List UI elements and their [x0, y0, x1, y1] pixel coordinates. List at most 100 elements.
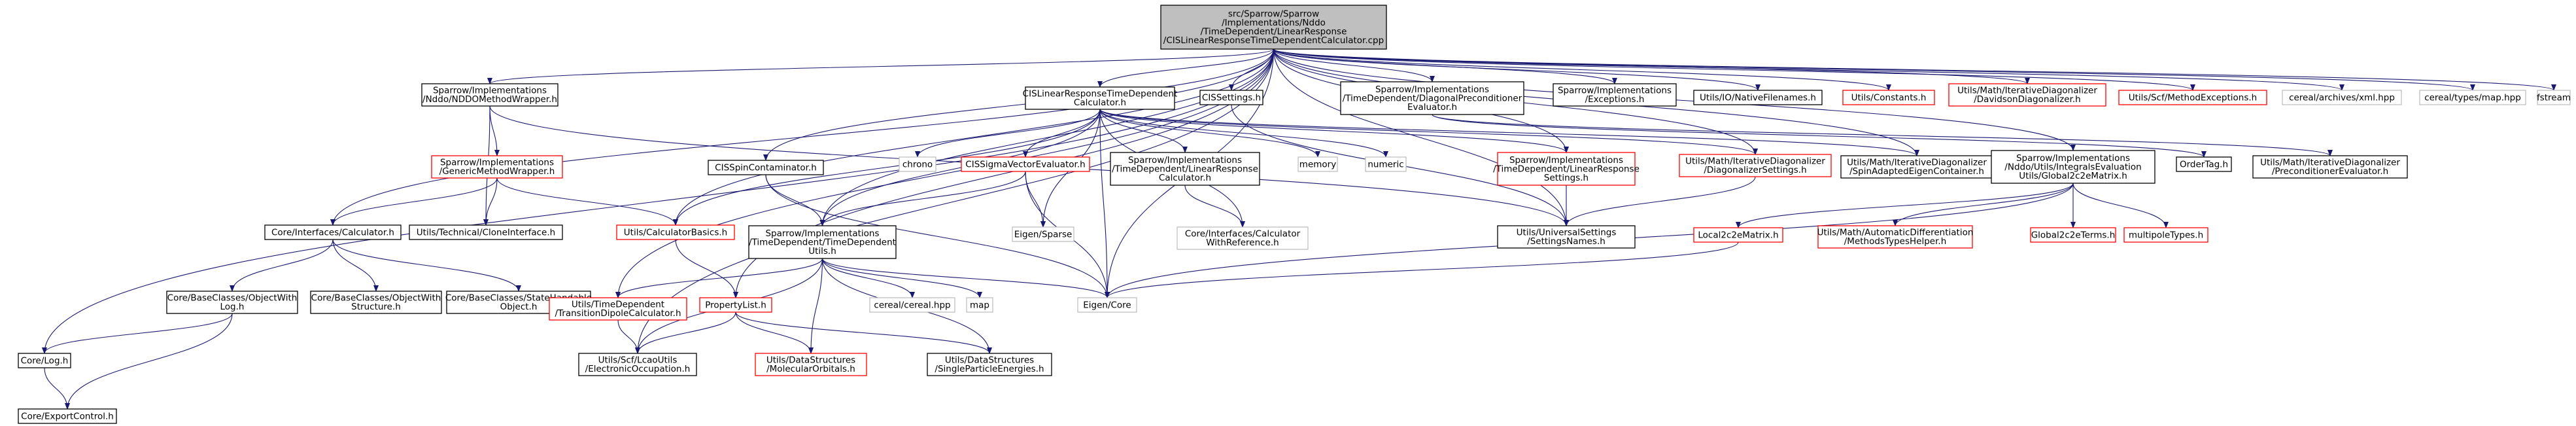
node-label-line: Utils/IO/NativeFilenames.h: [1700, 92, 1816, 103]
edge-objwithlog-to-export-control: [65, 313, 233, 410]
node-box: [1679, 154, 1832, 177]
edge-sigma-vector-to-eigen-sparse: [1025, 171, 1046, 228]
node-label-line: Sparrow/Implementations: [1128, 155, 1242, 166]
edge-diag-precond-to-ordertag: [1432, 114, 2207, 158]
graph-node-spin-adapted[interactable]: Utils/Math/IterativeDiagonalizer/SpinAda…: [1840, 155, 1993, 179]
edge-cis-calc-h-to-lr-calculator: [1099, 109, 1188, 153]
edge-cis-calc-h-to-memory: [1099, 109, 1320, 158]
graph-node-eigen-core[interactable]: Eigen/Core: [1077, 297, 1137, 313]
node-label-line: Utils/Scf/MethodExceptions.h: [2129, 92, 2258, 103]
graph-node-propertylist[interactable]: PropertyList.h: [699, 297, 772, 313]
node-label-line: Utils/CalculatorBasics.h: [624, 227, 727, 238]
edge-root-to-fstream: [1273, 48, 2556, 91]
graph-node-lr-calculator[interactable]: Sparrow/Implementations/TimeDependent/Li…: [1110, 152, 1260, 186]
node-label-line: CISSigmaVectorEvaluator.h: [965, 159, 1085, 169]
node-label-line: Utils.h: [808, 246, 836, 257]
edge-td-utils-to-mol-orbitals: [808, 258, 823, 354]
graph-node-clone-iface[interactable]: Utils/Technical/CloneInterface.h: [409, 224, 563, 240]
node-label-line: WithReference.h: [1206, 238, 1279, 248]
edge-root-to-universal-settings: [1273, 48, 1569, 226]
node-label-line: /SettingsNames.h: [1527, 236, 1606, 247]
node-box: [1012, 226, 1074, 242]
graph-node-spin-contam[interactable]: CISSpinContaminator.h: [708, 160, 824, 175]
graph-node-memory[interactable]: memory: [1297, 156, 1338, 172]
node-label-line: /TimeDependent/LinearResponse: [1493, 164, 1640, 174]
node-label-line: /SingleParticleEnergies.h: [935, 364, 1044, 374]
node-label-line: PropertyList.h: [705, 300, 766, 310]
graph-node-cereal-hpp[interactable]: cereal/cereal.hpp: [869, 297, 955, 313]
graph-node-autodiff[interactable]: Utils/Math/AutomaticDifferentiation/Meth…: [1817, 225, 1974, 249]
graph-node-davidson[interactable]: Utils/Math/IterativeDiagonalizer/Davidso…: [1948, 83, 2106, 107]
graph-node-generic-wrapper[interactable]: Sparrow/Implementations/GenericMethodWra…: [431, 155, 563, 179]
node-label-line: /PreconditionerEvaluator.h: [2272, 166, 2388, 177]
graph-node-native-filenames[interactable]: Utils/IO/NativeFilenames.h: [1693, 90, 1823, 105]
node-box: [2123, 227, 2208, 243]
graph-node-universal-settings[interactable]: Utils/UniversalSettings/SettingsNames.h: [1497, 225, 1636, 249]
graph-node-single-particle[interactable]: Utils/DataStructures/SingleParticleEnerg…: [927, 353, 1052, 376]
edge-cis-calc-h-to-spin-adapted: [1099, 109, 1919, 156]
graph-node-root[interactable]: src/Sparrow/Sparrow/Implementations/Nddo…: [1160, 5, 1387, 50]
graph-node-eigen-sparse[interactable]: Eigen/Sparse: [1012, 226, 1074, 242]
graph-node-core-log[interactable]: Core/Log.h: [18, 353, 71, 368]
node-label-line: /Nddo/Utils/IntegralsEvaluation: [2004, 162, 2141, 172]
graph-node-calc-withref[interactable]: Core/Interfaces/CalculatorWithReference.…: [1176, 226, 1309, 250]
node-label-line: /Implementations/Nddo: [1222, 18, 1326, 28]
graph-node-diag-precond[interactable]: Sparrow/Implementations/TimeDependent/Di…: [1340, 81, 1524, 115]
graph-node-numeric[interactable]: numeric: [1365, 156, 1407, 172]
edge-root-to-td-utils: [819, 48, 1275, 226]
node-box: [616, 224, 735, 240]
graph-node-constants[interactable]: Utils/Constants.h: [1842, 90, 1935, 105]
node-label-line: /MethodsTypesHelper.h: [1844, 236, 1947, 247]
node-label-line: CISSettings.h: [1202, 92, 1261, 103]
node-label-line: Utils/Math/IterativeDiagonalizer: [1957, 86, 2097, 96]
graph-node-calc-basics[interactable]: Utils/CalculatorBasics.h: [616, 224, 735, 240]
graph-node-lr-settings[interactable]: Sparrow/Implementations/TimeDependent/Li…: [1493, 152, 1640, 186]
graph-node-cis-calc-h[interactable]: CISLinearResponseTimeDependentCalculator…: [1023, 86, 1178, 110]
node-box: [2419, 90, 2526, 105]
graph-node-sigma-vector[interactable]: CISSigmaVectorEvaluator.h: [961, 156, 1090, 172]
node-label-line: Utils/Technical/CloneInterface.h: [417, 227, 555, 238]
node-label-line: Utils/Math/IterativeDiagonalizer: [1685, 156, 1825, 167]
graph-node-chrono[interactable]: chrono: [899, 156, 936, 172]
graph-node-diag-settings[interactable]: Utils/Math/IterativeDiagonalizer/Diagona…: [1679, 154, 1832, 177]
graph-node-fstream[interactable]: fstream: [2537, 90, 2571, 105]
graph-node-multipole[interactable]: multipoleTypes.h: [2123, 227, 2208, 243]
node-box: [1199, 90, 1263, 105]
graph-node-scf-exceptions[interactable]: Utils/Scf/MethodExceptions.h: [2118, 90, 2267, 105]
graph-node-mol-orbitals[interactable]: Utils/DataStructures/MolecularOrbitals.h: [755, 353, 867, 376]
graph-node-local2c2e[interactable]: Local2c2eMatrix.h: [1693, 227, 1783, 243]
node-box: [1297, 156, 1338, 172]
edge-local2c2e-to-eigen-core: [1105, 241, 1739, 298]
graph-node-exceptions[interactable]: Sparrow/Implementations/Exceptions.h: [1553, 83, 1677, 107]
graph-node-map[interactable]: map: [966, 297, 993, 313]
graph-node-lcao-utils[interactable]: Utils/Scf/LcaoUtils/ElectronicOccupation…: [578, 353, 697, 376]
graph-node-export-control[interactable]: Core/ExportControl.h: [18, 408, 117, 424]
graph-node-cereal-map[interactable]: cereal/types/map.hpp: [2419, 90, 2526, 105]
graph-node-td-utils[interactable]: Sparrow/Implementations/TimeDependent/Ti…: [748, 225, 897, 259]
node-box: [1553, 83, 1677, 107]
node-label-line: Object.h: [500, 302, 538, 312]
node-box: [708, 160, 824, 175]
graph-node-global2c2e[interactable]: Sparrow/Implementations/Nddo/Utils/Integ…: [1991, 150, 2155, 184]
node-label-line: Utils/Constants.h: [1851, 92, 1927, 103]
node-label-line: Calculator.h: [1159, 173, 1211, 183]
node-label-line: /DavidsonDiagonalizer.h: [1974, 94, 2081, 105]
graph-node-calculator-h[interactable]: Core/Interfaces/Calculator.h: [264, 224, 402, 240]
graph-node-nddo-wrapper[interactable]: Sparrow/Implementations/Nddo/NDDOMethodW…: [421, 83, 558, 107]
node-label-line: Utils/DataStructures: [766, 355, 855, 366]
graph-node-precond-eval[interactable]: Utils/Math/IterativeDiagonalizer/Precond…: [2252, 155, 2408, 179]
node-box: [869, 297, 955, 313]
graph-node-cereal-xml[interactable]: cereal/archives/xml.hpp: [2282, 90, 2402, 105]
node-label-line: /TimeDependent/TimeDependent: [749, 237, 896, 247]
graph-node-transition-dipole[interactable]: Utils/TimeDependent/TransitionDipoleCalc…: [549, 297, 687, 321]
node-box: [18, 408, 117, 424]
graph-node-cis-settings[interactable]: CISSettings.h: [1199, 90, 1263, 105]
node-box: [1160, 5, 1387, 50]
graph-node-global2c2eterms[interactable]: Global2c2eTerms.h: [2030, 227, 2116, 243]
graph-node-ordertag[interactable]: OrderTag.h: [2176, 156, 2232, 172]
node-box: [1817, 225, 1973, 249]
edge-cis-calc-h-to-diag-settings: [1099, 109, 1758, 155]
